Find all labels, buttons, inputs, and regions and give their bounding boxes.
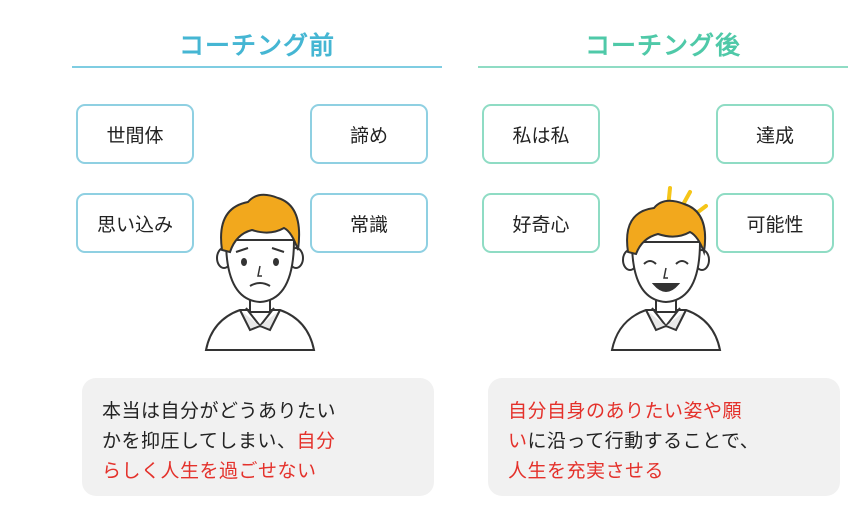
before-caption-line2-highlight: 自分 <box>296 430 336 452</box>
before-box-omoikomi: 思い込み <box>76 193 194 253</box>
before-caption-line2: かを抑圧してしまい、自分 <box>102 426 414 456</box>
before-box-akirame: 諦め <box>310 104 428 164</box>
after-box-tassei: 達成 <box>716 104 834 164</box>
before-box-sekentei: 世間体 <box>76 104 194 164</box>
before-caption: 本当は自分がどうありたい かを抑圧してしまい、自分 らしく人生を過ごせない <box>82 378 434 496</box>
after-box-kanousei: 可能性 <box>716 193 834 253</box>
after-box-koukishin: 好奇心 <box>482 193 600 253</box>
before-title: コーチング前 <box>178 31 335 60</box>
before-caption-line3: らしく人生を過ごせない <box>102 460 317 482</box>
before-caption-line1: 本当は自分がどうありたい <box>102 400 337 422</box>
after-caption-line1: 自分自身のありたい姿や願 <box>508 400 743 422</box>
before-box-joshiki: 常識 <box>310 193 428 253</box>
after-caption-line2-text: に沿って行動することで、 <box>527 430 760 452</box>
before-coaching-panel: コーチング前 世間体 諦め 思い込み 常識 本当は自分がどうありたい かを抑圧し… <box>72 0 442 520</box>
after-divider <box>478 66 848 68</box>
after-coaching-panel: コーチング後 私は私 達成 好奇心 可能性 自分自身のありたい姿や願 いに沿って… <box>478 0 848 520</box>
after-title: コーチング後 <box>584 31 741 60</box>
before-caption-line2-text: かを抑圧してしまい、 <box>102 430 297 452</box>
smiling-person-icon <box>610 186 722 351</box>
after-caption-line3: 人生を充実させる <box>508 460 665 482</box>
after-box-watashi: 私は私 <box>482 104 600 164</box>
after-caption-line2-highlight: い <box>508 430 528 452</box>
worried-person-icon <box>204 193 316 351</box>
after-caption-line2: いに沿って行動することで、 <box>508 426 820 456</box>
before-divider <box>72 66 442 68</box>
after-caption: 自分自身のありたい姿や願 いに沿って行動することで、 人生を充実させる <box>488 378 840 496</box>
